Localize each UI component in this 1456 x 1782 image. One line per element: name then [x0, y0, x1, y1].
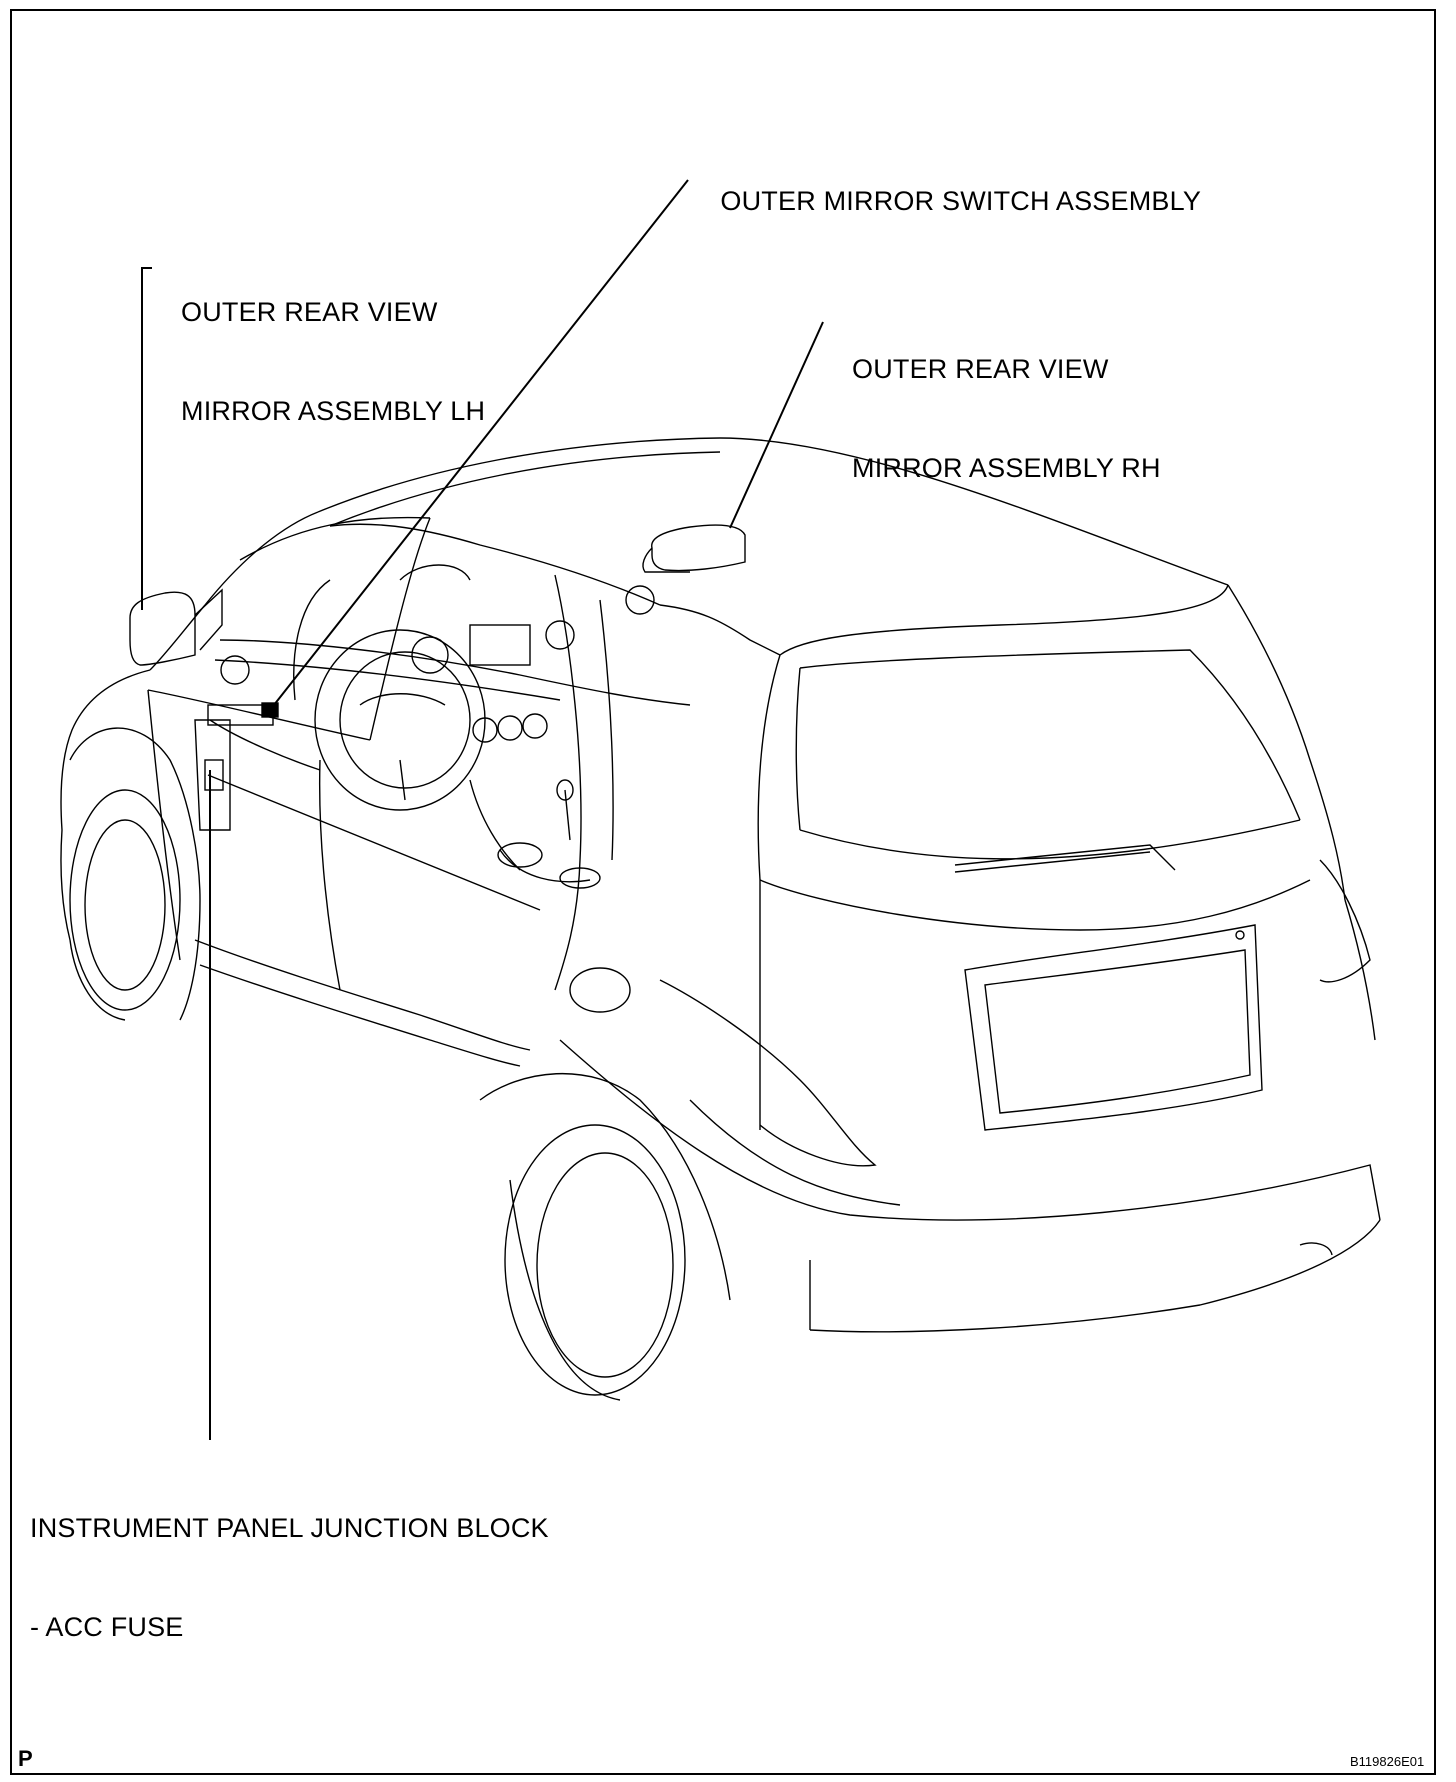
mirror-lh [129, 588, 223, 666]
corner-mark-p: P [18, 1746, 33, 1771]
label-outer-mirror-switch-assembly: OUTER MIRROR SWITCH ASSEMBLY [705, 152, 1201, 218]
leader-lines [141, 179, 824, 1440]
label-outer-rear-view-mirror-rh: OUTER REAR VIEW MIRROR ASSEMBLY RH [852, 287, 1161, 518]
mirror-rh [642, 524, 746, 573]
diagram-frame [10, 9, 1436, 1775]
label-junction-block-line2: - ACC FUSE [30, 1612, 184, 1642]
figure-id: B119826E01 [1350, 1754, 1425, 1769]
label-mirror-rh-line2: MIRROR ASSEMBLY RH [852, 453, 1161, 483]
label-mirror-lh-line1: OUTER REAR VIEW [181, 297, 438, 327]
label-instrument-panel-junction-block: INSTRUMENT PANEL JUNCTION BLOCK - ACC FU… [30, 1446, 549, 1677]
interior-details [147, 564, 691, 889]
car-body [60, 437, 1381, 1401]
label-outer-rear-view-mirror-lh: OUTER REAR VIEW MIRROR ASSEMBLY LH [181, 230, 485, 461]
label-mirror-lh-line2: MIRROR ASSEMBLY LH [181, 396, 486, 426]
label-junction-block-line1: INSTRUMENT PANEL JUNCTION BLOCK [30, 1513, 549, 1543]
label-outer-mirror-switch-line: OUTER MIRROR SWITCH ASSEMBLY [720, 186, 1202, 216]
label-mirror-rh-line1: OUTER REAR VIEW [852, 354, 1109, 384]
